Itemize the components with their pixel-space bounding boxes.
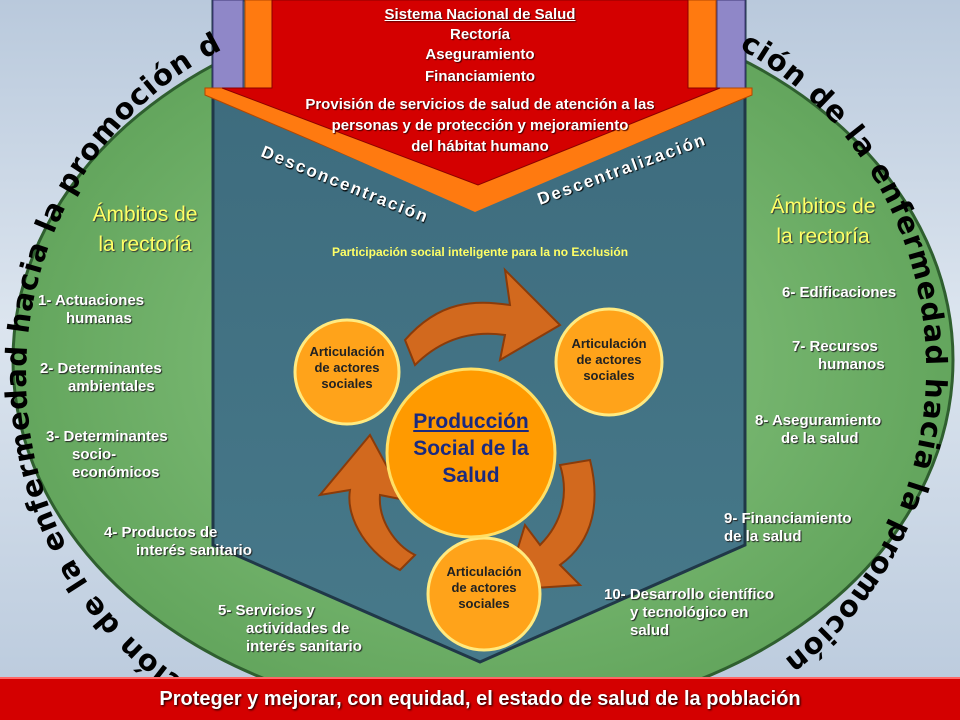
right-item-8-line-1: 8- Aseguramiento	[755, 412, 882, 429]
node-right-line-3: sociales	[583, 368, 635, 383]
left-item-5-line-1: 5- Servicios y	[218, 602, 315, 619]
node-left-circle	[293, 318, 401, 426]
arrow-left	[317, 433, 417, 572]
right-item-10: 10- Desarrollo científico y tecnológico …	[604, 586, 774, 640]
node-bottom-label: Articulación de actores sociales	[432, 564, 536, 612]
right-item-7-line-1: 7- Recursos	[792, 338, 878, 355]
node-right-line-2: de actores	[576, 352, 642, 367]
top-item-financiamiento: Financiamiento	[424, 68, 536, 85]
right-item-9-line-1: 9- Financiamiento	[724, 510, 852, 527]
right-item-9: 9- Financiamiento de la salud	[724, 510, 852, 546]
left-item-1-line-1: 1- Actuaciones	[38, 292, 145, 309]
right-item-7-line-2: humanos	[818, 356, 885, 373]
ambitos-left: Ámbitos de la rectoría	[60, 200, 230, 260]
left-item-4: 4- Productos de interés sanitario	[104, 524, 252, 560]
node-left-label: Articulación de actores sociales	[295, 344, 399, 392]
left-item-3: 3- Determinantes socio- económicos	[46, 428, 168, 482]
left-item-1-line-2: humanas	[66, 310, 132, 327]
provision-line-1: Provisión de servicios de salud de atenc…	[305, 96, 655, 113]
right-item-7: 7- Recursos humanos	[792, 338, 885, 374]
node-left-line-3: sociales	[321, 376, 373, 391]
center-circle	[385, 367, 557, 539]
arrow-top	[403, 267, 562, 367]
left-item-5-line-2: actividades de	[246, 620, 350, 637]
right-item-10-line-1: 10- Desarrollo científico	[604, 586, 775, 603]
node-left-line-2: de actores	[314, 360, 380, 375]
right-item-6-line-1: 6- Edificaciones	[782, 284, 897, 301]
participation-text: Participación social inteligente para la…	[331, 245, 629, 259]
center-line-1: Producción	[413, 410, 529, 433]
node-bottom-line-1: Articulación	[446, 564, 522, 579]
node-left-line-1: Articulación	[309, 344, 385, 359]
node-bottom-line-3: sociales	[458, 596, 510, 611]
left-item-2-line-2: ambientales	[68, 378, 155, 395]
node-right-line-1: Articulación	[571, 336, 647, 351]
left-item-3-line-3: económicos	[72, 464, 160, 481]
center-line-3: Salud	[442, 464, 500, 487]
top-item-aseguramiento: Aseguramiento	[425, 46, 535, 63]
left-item-4-line-2: interés sanitario	[136, 542, 252, 559]
top-title: Sistema Nacional de Salud	[384, 6, 576, 23]
node-bottom-circle	[426, 536, 542, 652]
left-item-3-line-1: 3- Determinantes	[46, 428, 168, 445]
orange-post-right	[687, 0, 717, 91]
node-right-label: Articulación de actores sociales	[557, 336, 661, 384]
ambitos-right-line-2: la rectoría	[776, 225, 870, 248]
right-item-10-line-3: salud	[630, 622, 670, 639]
left-item-5: 5- Servicios y actividades de interés sa…	[218, 602, 362, 656]
right-item-9-line-2: de la salud	[724, 528, 802, 545]
node-right-circle	[554, 307, 664, 417]
center-label: Producción Social de la Salud	[391, 408, 551, 489]
left-item-5-line-3: interés sanitario	[246, 638, 362, 655]
left-item-1: 1- Actuaciones humanas	[38, 292, 144, 328]
left-item-2: 2- Determinantes ambientales	[40, 360, 162, 396]
right-item-10-line-2: y tecnológico en	[630, 604, 749, 621]
provision-line-2: personas y de protección y mejoramiento	[331, 117, 629, 134]
center-line-2: Social de la	[413, 437, 529, 460]
left-item-4-line-1: 4- Productos de	[104, 524, 218, 541]
ambitos-left-line-1: Ámbitos de	[92, 203, 198, 226]
red-arrow	[221, 0, 721, 186]
right-item-6: 6- Edificaciones	[782, 284, 896, 302]
top-item-rectoria: Rectoría	[449, 26, 511, 43]
right-item-8-line-2: de la salud	[781, 430, 859, 447]
ambitos-right: Ámbitos de la rectoría	[738, 192, 908, 252]
ambitos-right-line-1: Ámbitos de	[770, 195, 876, 218]
left-item-2-line-1: 2- Determinantes	[40, 360, 162, 377]
node-bottom-line-2: de actores	[451, 580, 517, 595]
provision-line-3: del hábitat humano	[411, 138, 549, 155]
orange-post-left	[244, 0, 273, 91]
bottom-banner: Proteger y mejorar, con equidad, el esta…	[0, 677, 960, 720]
left-item-3-line-2: socio-	[72, 446, 117, 463]
ambitos-left-line-2: la rectoría	[98, 233, 192, 256]
right-item-8: 8- Aseguramiento de la salud	[755, 412, 881, 448]
